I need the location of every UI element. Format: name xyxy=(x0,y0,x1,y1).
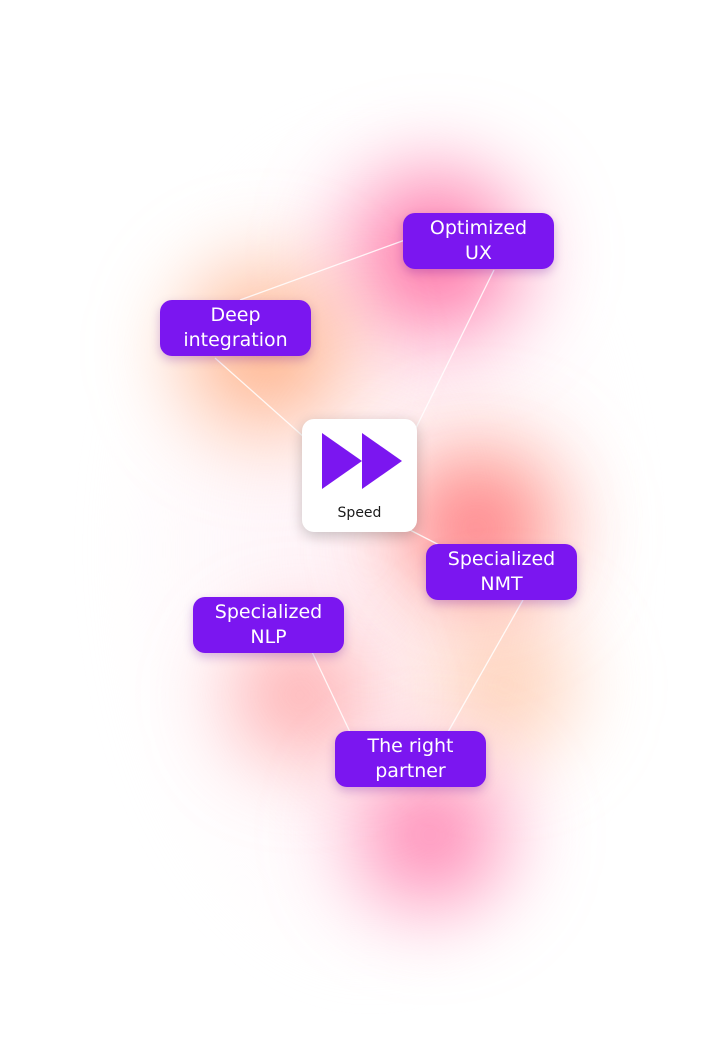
fast-forward-icon xyxy=(322,433,402,489)
node-label: Deep integration xyxy=(183,304,288,351)
node-specialized-nmt: Specialized NMT xyxy=(426,544,577,600)
edge-optimized-ux-center xyxy=(409,269,495,441)
edge-specialized-nmt-the-right-partner xyxy=(447,599,524,733)
node-label: Specialized NMT xyxy=(447,548,556,595)
edge-deep-integration-center xyxy=(214,357,306,439)
center-speed-card: Speed xyxy=(302,419,417,532)
node-label: The right partner xyxy=(367,735,454,782)
center-label: Speed xyxy=(337,505,382,521)
node-label: Specialized NLP xyxy=(214,601,323,648)
node-deep-integration: Deep integration xyxy=(160,300,311,356)
edge-specialized-nlp-the-right-partner xyxy=(311,651,351,733)
node-optimized-ux: Optimized UX xyxy=(403,213,554,269)
node-label: Optimized UX xyxy=(429,217,528,264)
node-the-right-partner: The right partner xyxy=(335,731,486,787)
node-specialized-nlp: Specialized NLP xyxy=(193,597,344,653)
edge-deep-integration-optimized-ux xyxy=(239,239,406,301)
